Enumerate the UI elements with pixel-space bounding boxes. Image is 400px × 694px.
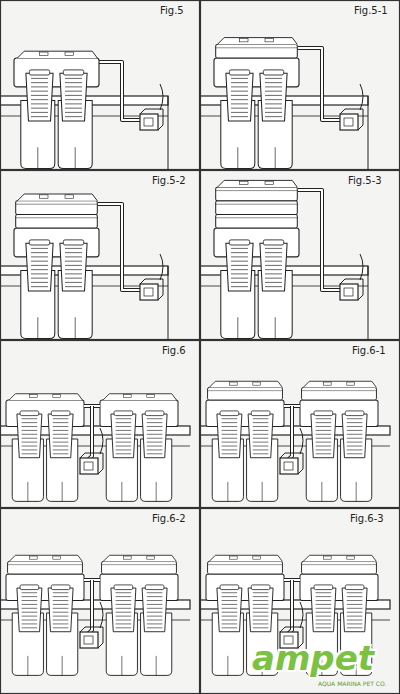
figure-panel — [0, 508, 200, 694]
watermark-company: AQUA MARINA PET CO. — [318, 680, 386, 687]
figure-panel — [200, 0, 400, 170]
figure-number: Fig.6-1 — [350, 345, 388, 357]
figure-number: Fig.6 — [160, 345, 188, 357]
figure-number: Fig.6-2 — [150, 513, 188, 525]
figure-panel — [0, 0, 200, 170]
figure-number: Fig.6-3 — [348, 513, 386, 525]
figure-panel — [200, 508, 400, 694]
figure-panel — [0, 170, 200, 340]
figure-panel — [200, 170, 400, 340]
figure-number: Fig.5 — [158, 5, 186, 17]
watermark-logo: ampet — [252, 640, 374, 676]
figure-panel — [0, 340, 200, 508]
figure-number: Fig.5-1 — [352, 5, 390, 17]
figure-number: Fig.5-3 — [346, 175, 384, 187]
figure-panel — [200, 340, 400, 508]
figure-number: Fig.5-2 — [150, 175, 188, 187]
